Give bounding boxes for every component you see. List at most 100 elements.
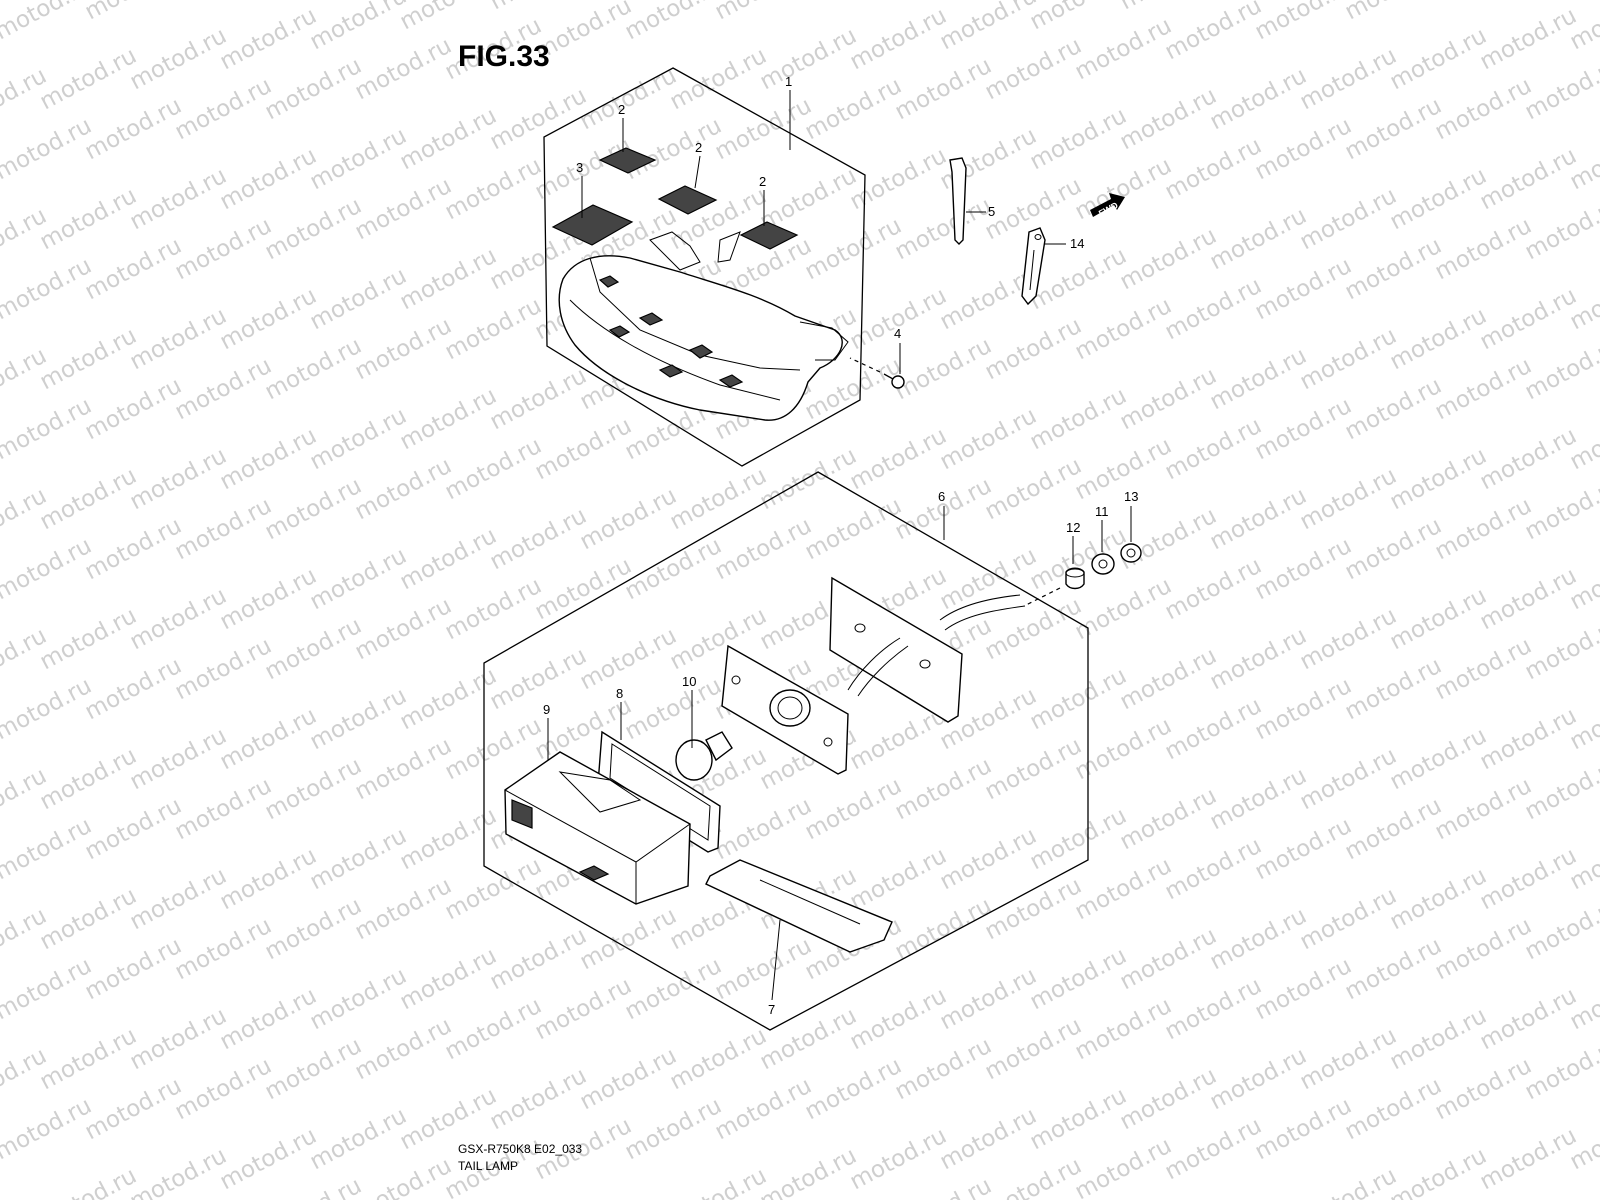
callout-2b: 2 xyxy=(695,140,702,155)
watermark-text: motod.ru xyxy=(1431,493,1536,565)
watermark-text: motod.ru xyxy=(1386,1143,1491,1200)
watermark-text: motod.ru xyxy=(81,653,186,725)
watermark-text: motod.ru xyxy=(1161,0,1266,65)
watermark-text: motod.ru xyxy=(351,33,456,105)
watermark-text: motod.ru xyxy=(351,453,456,525)
callout-10: 10 xyxy=(682,674,696,689)
tail-lamp-assembly xyxy=(558,231,849,421)
watermark-text: motod.ru xyxy=(936,823,1041,895)
watermark-text: motod.ru xyxy=(1521,473,1600,545)
reflector-pad-2a xyxy=(598,147,657,174)
watermark-text: motod.ru xyxy=(306,683,411,755)
watermark-text: motod.ru xyxy=(1431,913,1536,985)
watermark-text: motod.ru xyxy=(1116,643,1221,715)
watermark-text: motod.ru xyxy=(126,23,231,95)
watermark-text: motod.ru xyxy=(891,333,996,405)
watermark-text: motod.ru xyxy=(396,383,501,455)
watermark-text: motod.ru xyxy=(0,253,96,325)
watermark-text: motod.ru xyxy=(576,483,681,555)
watermark-text: motod.ru xyxy=(1341,1073,1446,1145)
callout-12: 12 xyxy=(1066,520,1080,535)
watermark-text: motod.ru xyxy=(261,1173,366,1200)
watermark-text: motod.ru xyxy=(126,723,231,795)
watermark-text: motod.ru xyxy=(936,543,1041,615)
watermark-text: motod.ru xyxy=(891,193,996,265)
watermark-text: motod.ru xyxy=(1026,1083,1131,1155)
watermark-text: motod.ru xyxy=(891,1033,996,1105)
group-frame-lower xyxy=(483,471,1089,1031)
watermark-text: motod.ru xyxy=(396,803,501,875)
watermark-text: motod.ru xyxy=(306,0,411,55)
watermark-text: motod.ru xyxy=(1476,843,1581,915)
watermark-text: motod.ru xyxy=(351,1013,456,1085)
watermark-text: motod.ru xyxy=(801,1053,906,1125)
watermark-text: motod.ru xyxy=(801,773,906,845)
watermark-text: motod.ru xyxy=(81,0,186,25)
watermark-text: motod.ru xyxy=(1296,43,1401,115)
watermark-text: motod.ru xyxy=(396,243,501,315)
watermark-text: motod.ru xyxy=(396,523,501,595)
watermark-text: motod.ru xyxy=(1341,93,1446,165)
callout-7: 7 xyxy=(768,1002,775,1017)
watermark-text: motod.ru xyxy=(1476,703,1581,775)
leader-lines xyxy=(547,90,1132,1001)
watermark-text: motod.ru xyxy=(486,83,591,155)
watermark-text: motod.ru xyxy=(351,733,456,805)
watermark-text: motod.ru xyxy=(1476,563,1581,635)
watermark-text: motod.ru xyxy=(171,1053,276,1125)
watermark-text: motod.ru xyxy=(981,593,1086,665)
watermark-text: motod.ru xyxy=(36,1023,141,1095)
watermark-text: motod.ru xyxy=(0,113,96,185)
watermark-text: motod.ru xyxy=(756,443,861,515)
watermark-text: motod.ru xyxy=(1071,153,1176,225)
watermark-text: motod.ru xyxy=(216,563,321,635)
watermark-text: motod.ru xyxy=(1161,833,1266,905)
watermark-text: motod.ru xyxy=(0,533,96,605)
watermark-text: motod.ru xyxy=(1026,663,1131,735)
watermark-text: motod.ru xyxy=(1206,623,1311,695)
watermark-text: motod.ru xyxy=(801,73,906,145)
watermark-text: motod.ru xyxy=(1431,353,1536,425)
watermark-text: motod.ru xyxy=(0,1093,96,1165)
callout-2a: 2 xyxy=(618,102,625,117)
watermark-text: motod.ru xyxy=(306,263,411,335)
tail-lamp-assembly-group xyxy=(543,67,905,467)
watermark-text: motod.ru xyxy=(1206,343,1311,415)
watermark-text: motod.ru xyxy=(846,143,951,215)
watermark-text: motod.ru xyxy=(1476,983,1581,1055)
watermark-text: motod.ru xyxy=(1431,773,1536,845)
watermark-text: motod.ru xyxy=(1116,83,1221,155)
reflector-pad-2c xyxy=(739,221,799,250)
watermark-text: motod.ru xyxy=(81,373,186,445)
watermark-text: motod.ru xyxy=(1206,63,1311,135)
watermark-text: motod.ru xyxy=(1251,0,1356,45)
callout-14: 14 xyxy=(1070,236,1084,251)
watermark-text: motod.ru xyxy=(981,1013,1086,1085)
watermark-text: motod.ru xyxy=(1251,253,1356,325)
watermark-text: motod.ru xyxy=(351,593,456,665)
watermark-text: motod.ru xyxy=(576,903,681,975)
callout-4: 4 xyxy=(894,326,901,341)
watermark-text: motod.ru xyxy=(936,963,1041,1035)
watermark-text: motod.ru xyxy=(1071,713,1176,785)
watermark-text: motod.ru xyxy=(306,963,411,1035)
watermark-text: motod.ru xyxy=(126,1003,231,1075)
license-lens-7 xyxy=(705,859,893,953)
watermark-text: motod.ru xyxy=(846,423,951,495)
watermark-text: motod.ru xyxy=(81,233,186,305)
watermark-text: motod.ru xyxy=(1026,383,1131,455)
watermark-text: motod.ru xyxy=(261,1033,366,1105)
watermark-text: motod.ru xyxy=(261,753,366,825)
watermark-text: motod.ru xyxy=(711,933,816,1005)
bulb-10 xyxy=(675,731,733,781)
callout-5: 5 xyxy=(988,204,995,219)
watermark-text: motod.ru xyxy=(486,503,591,575)
watermark-text: motod.ru xyxy=(81,93,186,165)
watermark-text: motod.ru xyxy=(486,1063,591,1135)
watermark-text: motod.ru xyxy=(1296,1163,1401,1200)
watermark-text: motod.ru xyxy=(1206,903,1311,975)
watermark-text: motod.ru xyxy=(1296,743,1401,815)
watermark-text: motod.ru xyxy=(891,753,996,825)
callout-2c: 2 xyxy=(759,174,766,189)
assembly-axis-line xyxy=(1023,587,1061,607)
